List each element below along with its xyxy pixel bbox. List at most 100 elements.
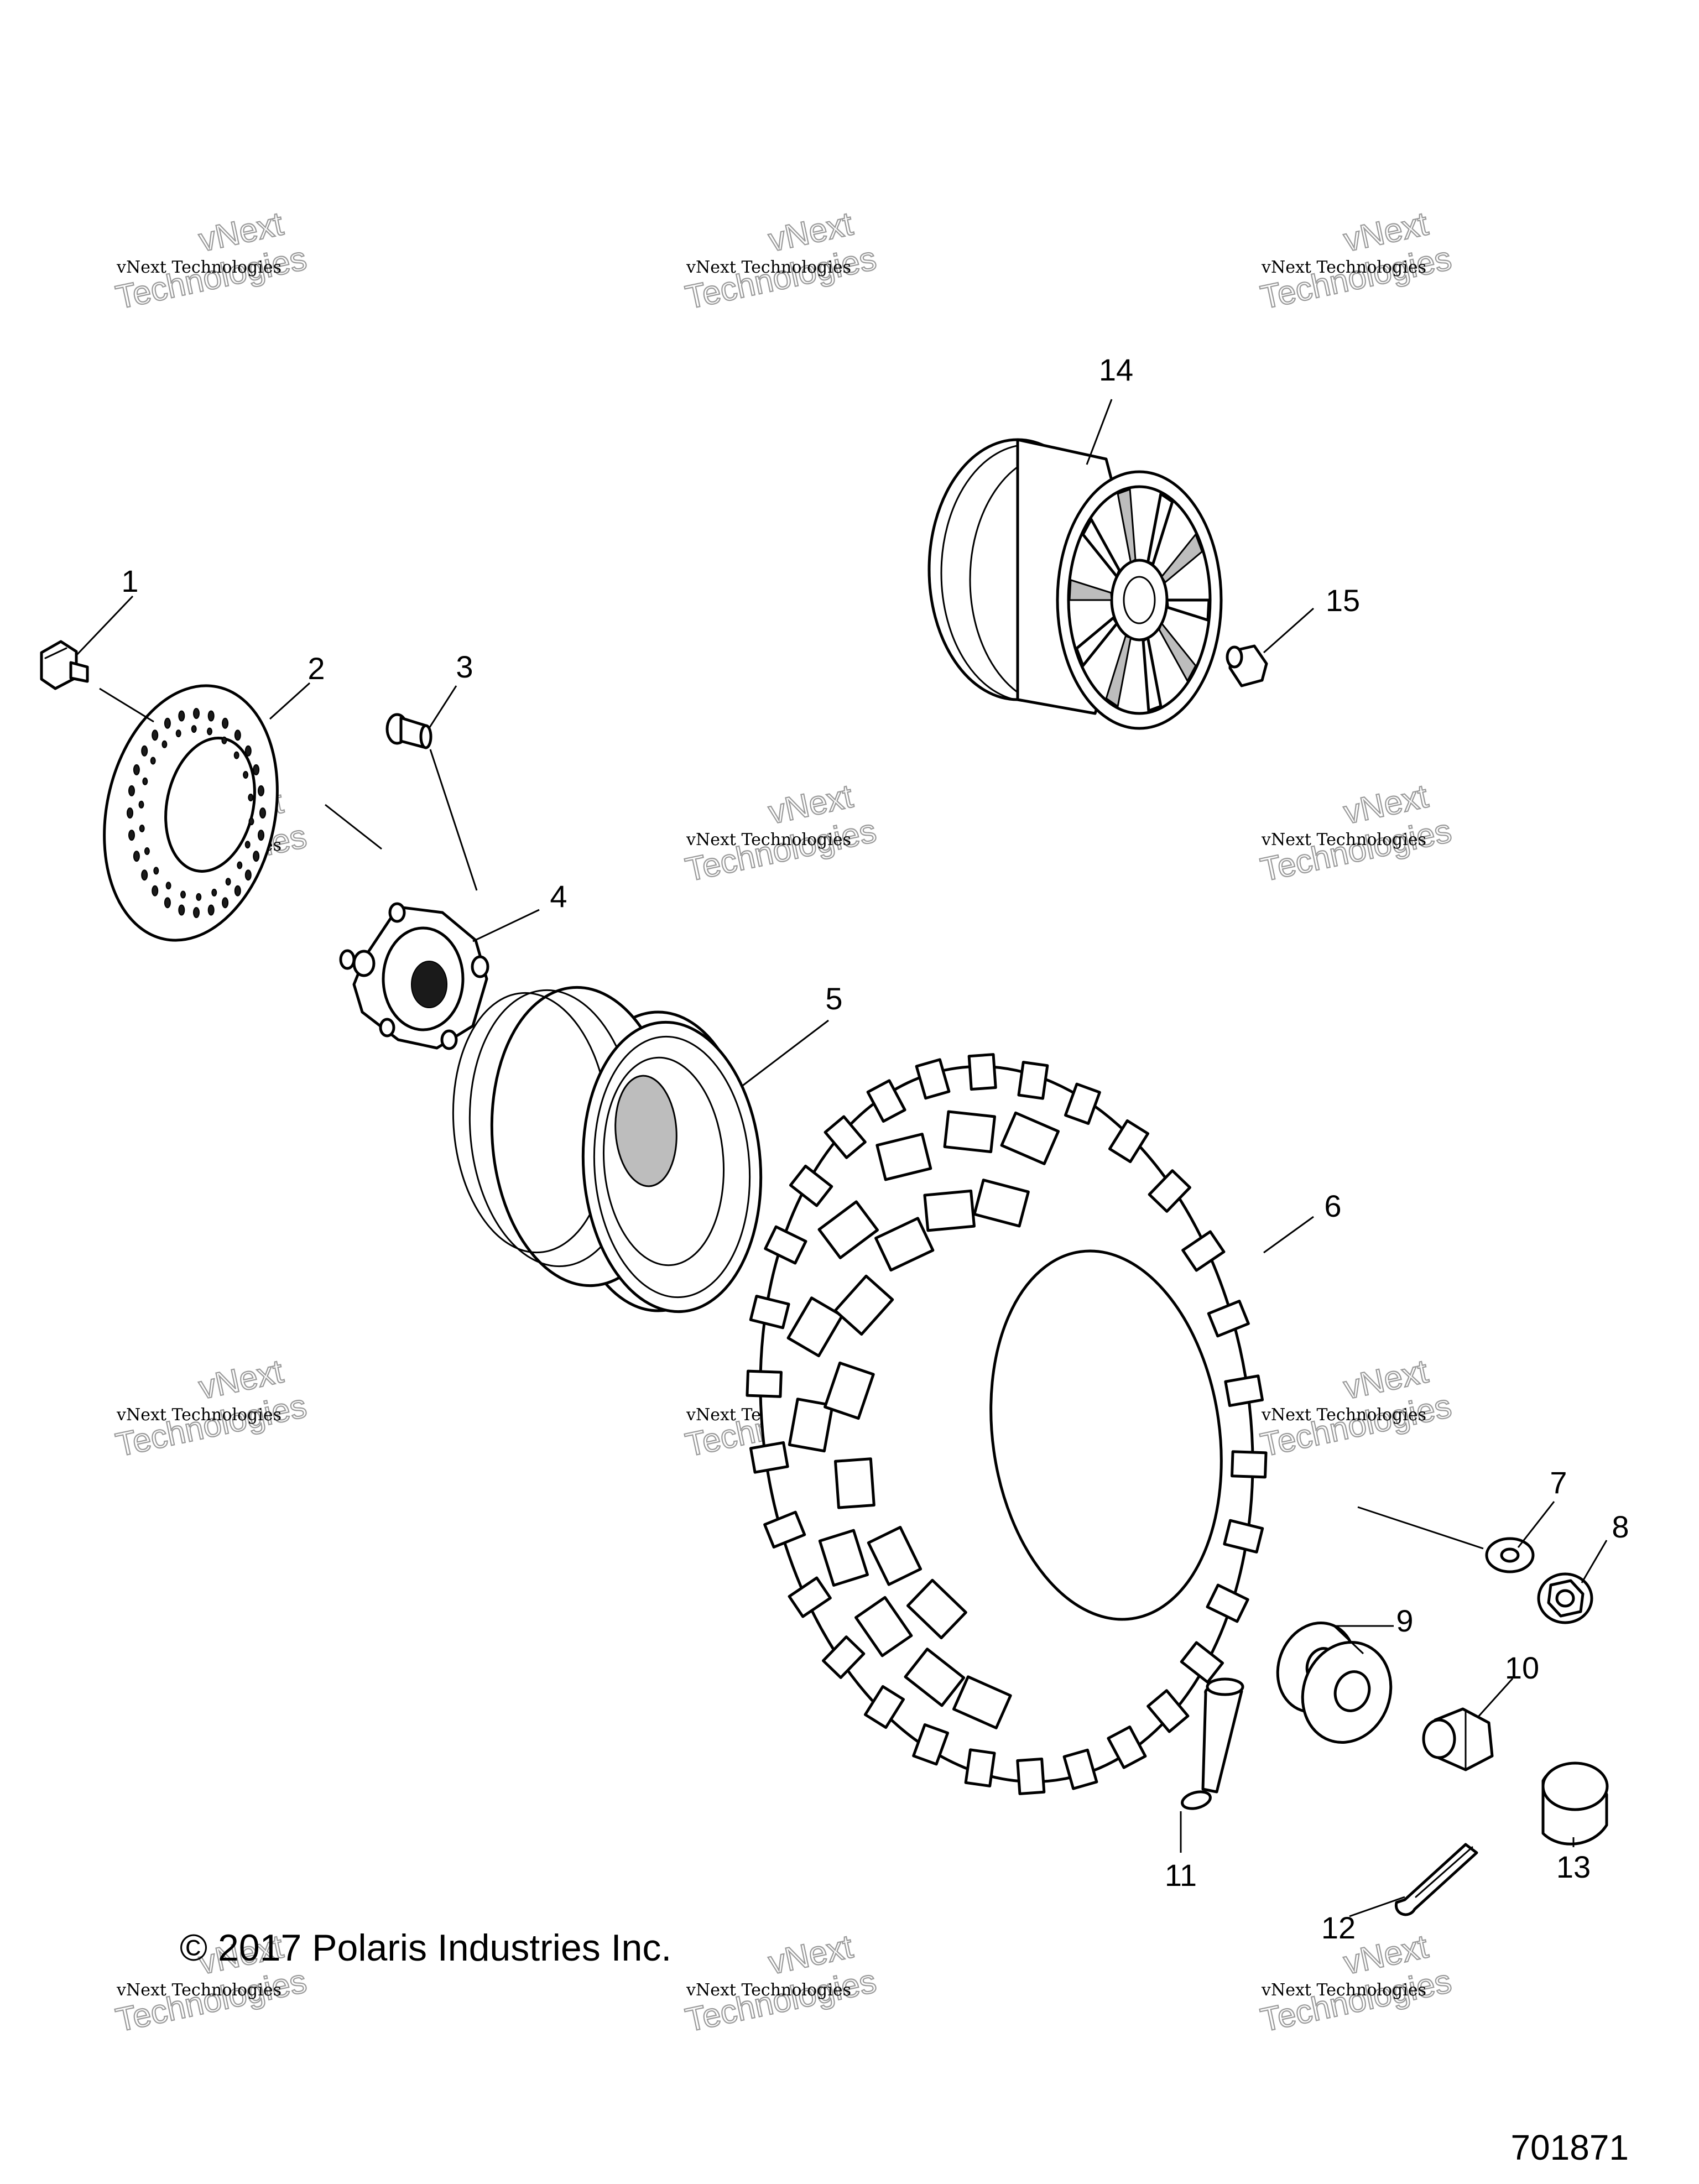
tread-block [866,1079,906,1123]
tread-block [788,1398,834,1453]
watermark-text: vNext Technologies [116,1980,282,2000]
tread-block [1180,1641,1224,1684]
wheel-spoke [1165,598,1211,622]
wheel-spoke [1158,622,1197,683]
callout-12: 12 [1321,1910,1356,1945]
wheel-spoke [1105,635,1132,708]
copyright-notice: © 2017 Polaris Industries Inc. [180,1927,671,1969]
tread-block [863,1685,905,1729]
tread-block [788,1576,832,1618]
watermark-text: vNext Technologies [686,258,851,277]
wheel-spoke [1142,637,1163,712]
tread-block [943,1110,997,1154]
tread-block [915,1058,951,1100]
watermark-text: vNext Technologies [1261,1980,1426,2000]
disc-hole [233,751,239,759]
tread-block [1146,1689,1190,1733]
disc-hole [127,807,133,819]
disc-hole [221,736,227,744]
disc-hole [207,710,215,722]
tire-tread-blocks [746,1053,1268,1795]
disc-hole [128,830,135,841]
wheel-spoke [1081,518,1121,578]
tread-block [789,1164,833,1207]
watermark-text: vNext Technologies [116,1405,282,1425]
tread-block [1148,1169,1191,1213]
part-1-bolt [40,640,89,690]
watermark-text: vNext Technologies [686,830,851,849]
disc-hole [244,869,252,881]
tread-block [746,1369,783,1398]
tread-block [817,1200,879,1259]
wheel-spoke [1069,578,1113,601]
disc-hole [248,817,254,826]
disc-hole [207,727,212,736]
tread-block [1017,1061,1049,1100]
wheel-spoke [1146,492,1174,566]
wheel-spoke [1075,616,1118,668]
part-14-aluminum-wheel-rim [927,438,1223,730]
callout-5: 5 [825,981,842,1016]
disc-hole [244,841,251,849]
disc-hole [222,897,229,909]
tread-block [786,1296,844,1358]
disc-hole [175,729,181,738]
watermark-text: vNext Technologies [1261,1405,1426,1425]
disc-hole [161,740,168,748]
callout-10: 10 [1505,1650,1539,1685]
callout-7: 7 [1550,1465,1567,1500]
part-6-tire [746,1053,1268,1795]
disc-hole [211,888,217,896]
watermark-text: vNext Technologies [116,258,282,277]
figure-number: 701871 [1510,2128,1629,2167]
wheel-spokes [1069,488,1211,712]
disc-hole [258,785,264,796]
part-11-valve-stem [1181,1677,1244,1810]
disc-hole [128,785,135,796]
callout-2: 2 [308,651,325,686]
disc-hole [237,861,243,869]
disc-hole [243,771,249,779]
part-3-stud [385,713,432,749]
tread-block [1000,1111,1060,1165]
brake-disc-holes [127,708,266,918]
tread-block [1108,1119,1150,1164]
tread-block [1107,1725,1147,1769]
tread-block [1206,1583,1249,1623]
disc-hole [222,717,229,729]
tread-block [964,1748,996,1787]
disc-hole [150,757,156,765]
callout-4: 4 [550,879,567,914]
disc-hole [207,904,215,916]
disc-hole [193,907,200,918]
part-9-washers [1276,1622,1393,1744]
disc-hole [248,794,254,801]
disc-hole [139,825,145,832]
disc-hole [142,777,148,785]
part-12-cotter-pin [1394,1843,1478,1916]
tread-block [763,1510,806,1549]
disc-hole [138,800,144,809]
part-10-lug-nut [1422,1707,1494,1771]
tread-block [1064,1082,1101,1125]
tread-block [749,1295,790,1330]
tread-block [912,1723,950,1766]
tread-block [1181,1230,1226,1272]
disc-hole [153,867,159,875]
disc-hole [133,764,140,775]
tread-block [1016,1757,1046,1795]
callout-11: 11 [1165,1858,1197,1893]
disc-hole [234,729,241,741]
tread-block [764,1225,807,1265]
callout-14: 14 [1099,352,1133,387]
callout-1: 1 [121,564,138,598]
disc-hole [152,729,159,741]
tread-block [952,1675,1012,1729]
callout-3: 3 [456,649,473,684]
disc-hole [225,878,231,886]
